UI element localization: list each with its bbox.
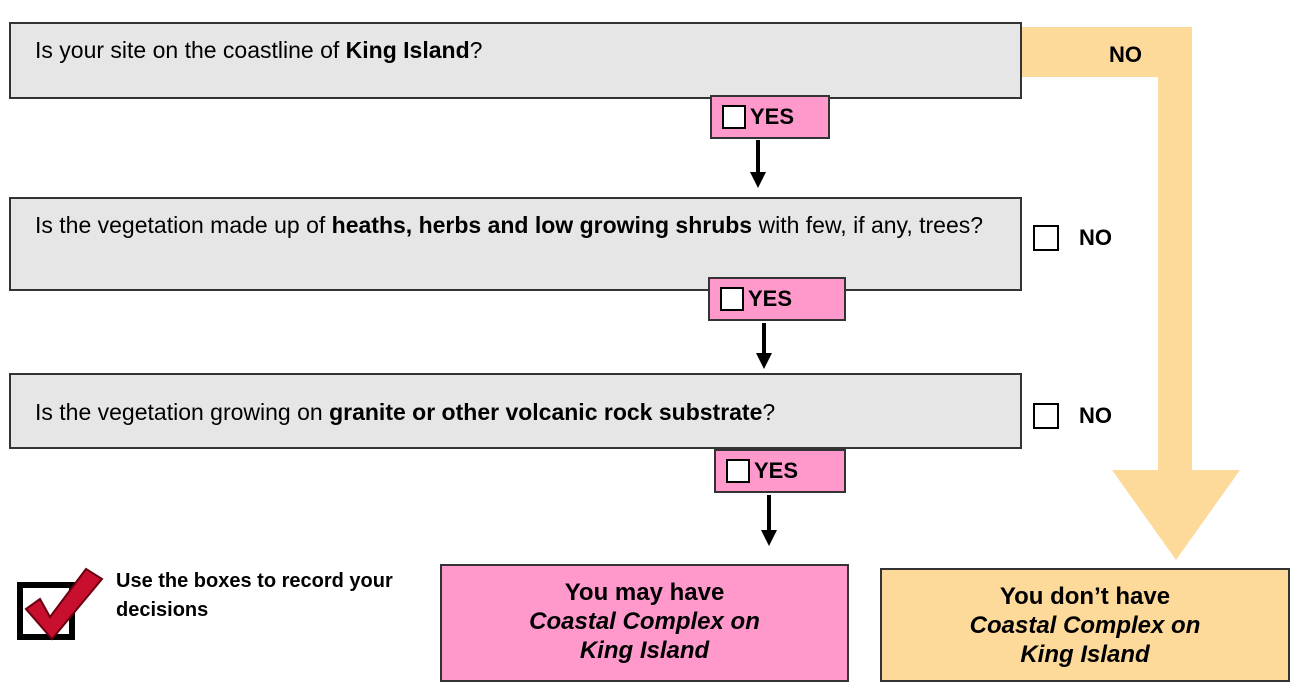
result-may-line2: Coastal Complex on (529, 608, 760, 635)
result-may-line3: King Island (579, 637, 710, 664)
checkbox-tick-icon (17, 567, 104, 641)
no-option-2[interactable]: NO (1033, 225, 1112, 251)
result-dont-line1: You don’t have (999, 583, 1171, 610)
question-box-2: Is the vegetation made up of heaths, her… (9, 197, 1022, 291)
question-box-1: Is your site on the coastline of King Is… (9, 22, 1022, 99)
question-2-suffix: with few, if any, trees? (752, 212, 984, 238)
result-dont-line3: King Island (1020, 641, 1150, 668)
no-checkbox-2[interactable] (1033, 225, 1059, 251)
yes-arrow-2 (756, 323, 772, 369)
yes-label-3: YES (754, 458, 799, 483)
question-3-bold: granite or other volcanic rock substrate (329, 399, 763, 425)
no-option-3[interactable]: NO (1033, 403, 1112, 429)
yes-box-3[interactable]: YES (714, 449, 846, 493)
result-may-have: You may have Coastal Complex on King Isl… (440, 564, 849, 682)
yes-arrow-3 (761, 495, 777, 546)
yes-box-2[interactable]: YES (708, 277, 846, 321)
no-path-band (1020, 27, 1240, 560)
yes-checkbox-3[interactable] (726, 459, 750, 483)
question-1-prefix: Is your site on the coastline of (35, 37, 346, 63)
yes-checkbox-2[interactable] (720, 287, 744, 311)
yes-box-1[interactable]: YES (710, 95, 830, 139)
yes-checkbox-1[interactable] (722, 105, 746, 129)
question-2-prefix: Is the vegetation made up of (35, 212, 332, 238)
result-may-line1: You may have (564, 579, 725, 606)
legend-text: Use the boxes to record your decisions (116, 570, 393, 621)
no-label-1-text: NO (1109, 42, 1142, 67)
no-checkbox-3[interactable] (1033, 403, 1059, 429)
question-1-suffix: ? (469, 37, 483, 63)
result-dont-line2: Coastal Complex on (969, 612, 1201, 639)
no-label-3: NO (1079, 403, 1112, 428)
yes-label-1: YES (750, 104, 795, 129)
yes-label-2: YES (748, 286, 793, 311)
question-1-bold: King Island (345, 37, 470, 63)
result-dont-have: You don’t have Coastal Complex on King I… (880, 568, 1290, 682)
no-label-2: NO (1079, 225, 1112, 250)
question-2-bold: heaths, herbs and low growing shrubs (331, 212, 753, 238)
question-box-3: Is the vegetation growing on granite or … (9, 373, 1022, 449)
question-3-suffix: ? (762, 399, 776, 425)
no-label-1: NO (1109, 42, 1142, 68)
question-3-prefix: Is the vegetation growing on (35, 399, 330, 425)
yes-arrow-1 (750, 140, 766, 188)
